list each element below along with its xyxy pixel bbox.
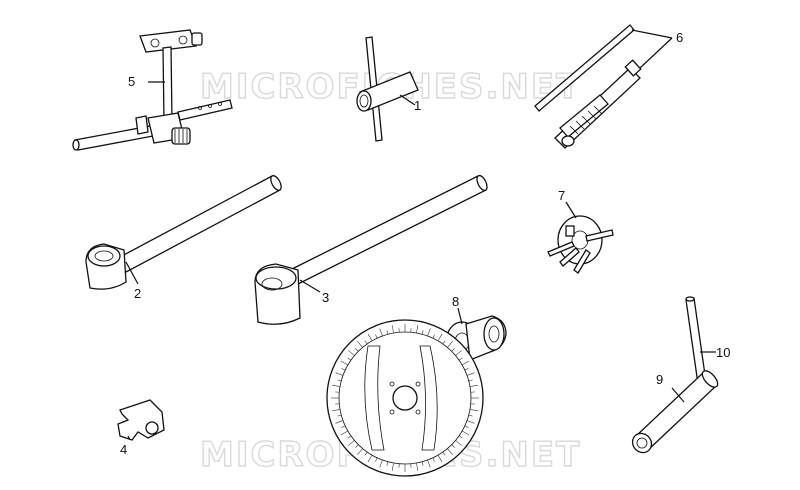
degree-tick (432, 334, 435, 339)
degree-tick (468, 414, 473, 417)
degree-tick (332, 384, 341, 387)
part-4-fork-gauge (117, 399, 165, 441)
part-8-flange-adapter (445, 307, 507, 363)
degree-tick (466, 372, 475, 376)
degree-tick (451, 348, 455, 352)
degree-tick (386, 330, 389, 335)
callout-6: 6 (676, 30, 683, 45)
degree-tick (468, 379, 473, 382)
degree-wheel (326, 319, 484, 477)
degree-tick (442, 340, 446, 345)
degree-tick (464, 425, 469, 428)
degree-tick (469, 409, 478, 412)
degree-tick (416, 462, 419, 471)
callout-10: 10 (716, 345, 730, 360)
degree-tick (442, 451, 446, 456)
callout-3: 3 (322, 290, 329, 305)
degree-tick (332, 409, 341, 412)
degree-tick (337, 414, 342, 417)
degree-tick (355, 444, 359, 448)
degree-tick (447, 341, 453, 348)
degree-tick (458, 435, 463, 439)
degree-tick (379, 328, 383, 337)
callout-4: 4 (120, 442, 127, 457)
degree-tick (340, 430, 348, 436)
degree-tick (348, 440, 355, 446)
degree-tick (469, 384, 478, 387)
degree-tick (416, 325, 419, 334)
degree-tick (357, 448, 363, 455)
degree-tick (375, 334, 378, 339)
degree-tick (337, 379, 342, 382)
callout-1: 1 (414, 98, 421, 113)
degree-tick (341, 368, 346, 371)
degree-wheel-ticks (331, 324, 479, 472)
degree-tick (421, 461, 424, 466)
degree-tick (391, 325, 394, 334)
part-2-ring-wrench (85, 175, 282, 290)
degree-tick (375, 457, 378, 462)
degree-tick (466, 420, 475, 424)
degree-tick (340, 360, 348, 366)
degree-tick (432, 457, 435, 462)
callout-7: 7 (558, 188, 565, 203)
part-9-10-box-spanner (631, 296, 719, 454)
degree-tick (455, 350, 462, 356)
part-7-puller-hub (547, 201, 614, 274)
degree-tick (335, 420, 344, 424)
degree-tick (462, 360, 470, 366)
degree-tick (364, 451, 368, 456)
degree-tick (379, 459, 383, 468)
degree-tick (464, 368, 469, 371)
degree-tick (451, 444, 455, 448)
part-6-drift-tools (534, 24, 673, 149)
degree-tick (437, 333, 443, 341)
degree-tick (355, 348, 359, 352)
callout-5: 5 (128, 74, 135, 89)
degree-tick (391, 462, 394, 471)
degree-tick (348, 350, 355, 356)
degree-tick (335, 372, 344, 376)
degree-tick (386, 461, 389, 466)
callout-2: 2 (134, 286, 141, 301)
degree-tick (347, 357, 352, 361)
degree-tick (458, 357, 463, 361)
degree-tick (455, 440, 462, 446)
degree-tick (462, 430, 470, 436)
degree-tick (367, 333, 373, 341)
degree-tick (447, 448, 453, 455)
part-5-t-handle-tool (72, 29, 233, 151)
callout-8: 8 (452, 294, 459, 309)
degree-tick (347, 435, 352, 439)
degree-tick (427, 459, 431, 468)
degree-tick (364, 340, 368, 345)
degree-tick (437, 455, 443, 463)
degree-tick (427, 328, 431, 337)
degree-tick (421, 330, 424, 335)
part-1-socket-wrench (356, 36, 419, 142)
degree-tick (367, 455, 373, 463)
degree-tick (357, 341, 363, 348)
degree-tick (341, 425, 346, 428)
part-3-socket-wrench (254, 174, 488, 325)
callout-9: 9 (656, 372, 663, 387)
